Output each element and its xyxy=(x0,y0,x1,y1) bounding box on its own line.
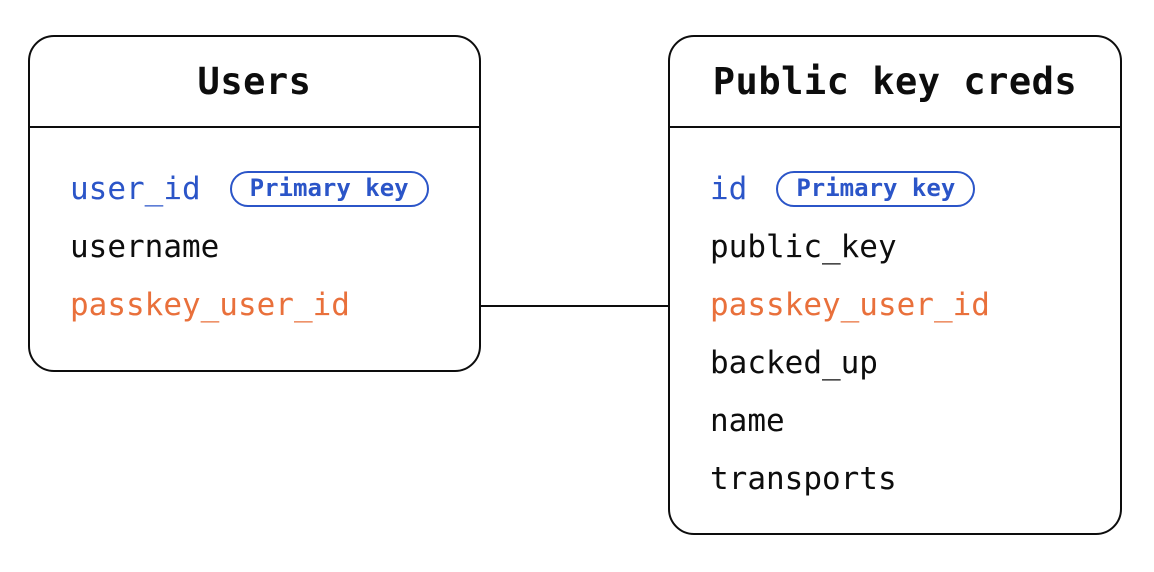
field-public-key: public_key xyxy=(710,228,897,265)
field-row-id: id Primary key xyxy=(710,160,1110,218)
field-row-username: username xyxy=(70,218,469,276)
table-public-key-creds-fields: id Primary key public_key passkey_user_i… xyxy=(670,128,1120,508)
table-users-fields: user_id Primary key username passkey_use… xyxy=(30,128,479,334)
field-user-id: user_id xyxy=(70,170,201,207)
field-row-public-key: public_key xyxy=(710,218,1110,276)
field-backed-up: backed_up xyxy=(710,344,878,381)
field-row-passkey-user-id: passkey_user_id xyxy=(710,276,1110,334)
field-id: id xyxy=(710,170,748,207)
field-passkey-user-id: passkey_user_id xyxy=(70,286,350,323)
field-row-backed-up: backed_up xyxy=(710,334,1110,392)
field-row-user-id: user_id Primary key xyxy=(70,160,469,218)
primary-key-badge: Primary key xyxy=(229,171,429,207)
table-users-title: Users xyxy=(30,37,479,128)
field-name: name xyxy=(710,402,785,439)
table-public-key-creds: Public key creds id Primary key public_k… xyxy=(668,35,1122,535)
primary-key-badge: Primary key xyxy=(776,171,976,207)
table-public-key-creds-title: Public key creds xyxy=(670,37,1120,128)
field-row-transports: transports xyxy=(710,450,1110,508)
field-transports: transports xyxy=(710,460,897,497)
field-passkey-user-id: passkey_user_id xyxy=(710,286,990,323)
field-row-name: name xyxy=(710,392,1110,450)
table-users: Users user_id Primary key username passk… xyxy=(28,35,481,372)
relation-line-passkey-user-id xyxy=(481,305,668,307)
field-username: username xyxy=(70,228,220,265)
field-row-passkey-user-id: passkey_user_id xyxy=(70,276,469,334)
